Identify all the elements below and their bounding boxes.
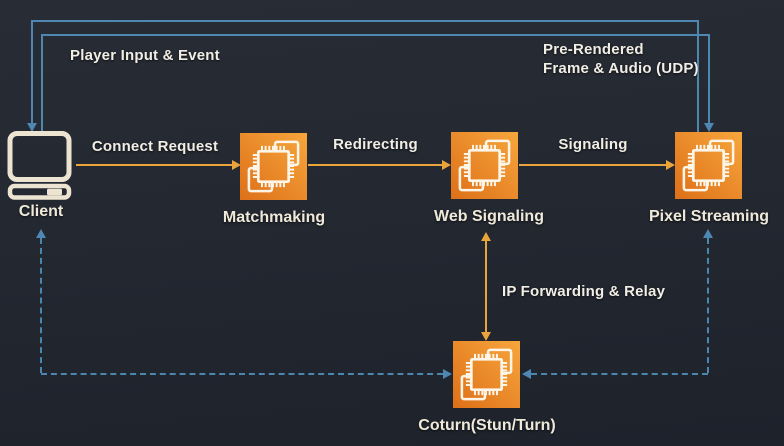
pixel-streaming-node	[675, 132, 742, 199]
edge-label-connect-request: Connect Request	[91, 138, 219, 155]
edge-client-coturn-vertical	[40, 238, 42, 373]
arrowhead-into-pixel-streaming	[666, 160, 675, 170]
edge-label-pre-rendered-line1: Pre-Rendered	[543, 41, 644, 58]
node-label-web-signaling: Web Signaling	[434, 208, 544, 225]
edge-connect-request-line	[76, 164, 234, 166]
desktop-computer-icon	[7, 131, 72, 200]
edge-pre-rendered-top-segment	[31, 20, 698, 22]
edge-pre-rendered-right-segment	[697, 20, 699, 132]
edge-coturn-pixel-vertical	[707, 238, 709, 373]
arrowhead-into-coturn-left	[443, 369, 452, 379]
arrowhead-into-web-signaling-bottom	[481, 232, 491, 241]
edge-player-input-right-segment	[708, 34, 710, 123]
edge-coturn-pixel-horizontal	[531, 373, 708, 375]
node-label-client: Client	[18, 203, 64, 220]
arrowhead-into-client-bottom	[36, 229, 46, 238]
edge-signaling-line	[519, 164, 667, 166]
edge-redirecting-line	[308, 164, 443, 166]
ec2-instance-icon	[453, 341, 520, 408]
edge-client-coturn-horizontal	[41, 373, 443, 375]
edge-label-ip-forwarding: IP Forwarding & Relay	[502, 283, 666, 300]
arrowhead-into-coturn-right	[522, 369, 531, 379]
node-label-matchmaking: Matchmaking	[222, 209, 326, 226]
edge-player-input-left-segment	[41, 34, 43, 131]
arrowhead-into-pixel-streaming-top	[704, 123, 714, 132]
ec2-instance-icon	[451, 132, 518, 199]
edge-label-player-input: Player Input & Event	[70, 47, 220, 64]
ec2-instance-icon	[675, 132, 742, 199]
node-label-pixel-streaming: Pixel Streaming	[648, 208, 770, 225]
arrowhead-into-client-top	[27, 123, 37, 132]
web-signaling-node	[451, 132, 518, 199]
arrowhead-into-matchmaking	[232, 160, 241, 170]
node-label-coturn: Coturn(Stun/Turn)	[418, 417, 556, 434]
edge-label-pre-rendered: Pre-Rendered Frame & Audio (UDP)	[543, 40, 699, 78]
edge-player-input-top-segment	[41, 34, 709, 36]
arrowhead-into-web-signaling	[442, 160, 451, 170]
client-node	[6, 129, 76, 203]
matchmaking-node	[240, 133, 307, 200]
edge-label-signaling: Signaling	[558, 136, 628, 153]
edge-ip-forwarding-line	[485, 240, 487, 333]
edge-label-pre-rendered-line2: Frame & Audio (UDP)	[543, 60, 699, 77]
arrowhead-into-pixel-streaming-bottom	[703, 229, 713, 238]
arrowhead-into-coturn-top	[481, 332, 491, 341]
ec2-instance-icon	[240, 133, 307, 200]
edge-label-redirecting: Redirecting	[333, 136, 418, 153]
coturn-node	[453, 341, 520, 408]
edge-pre-rendered-left-segment	[31, 20, 33, 123]
